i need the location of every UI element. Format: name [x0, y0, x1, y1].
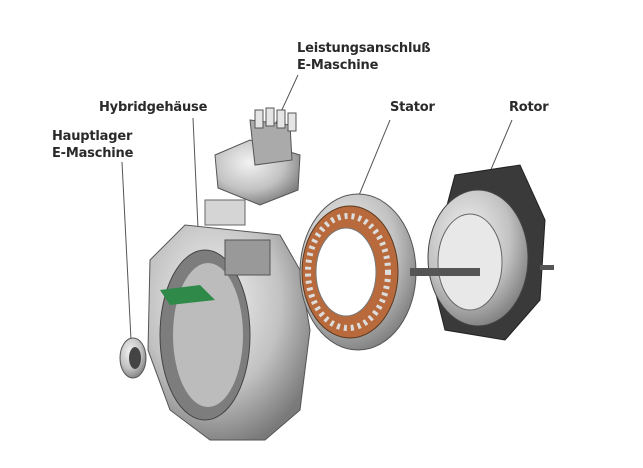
- stator-part: [299, 193, 417, 351]
- label-main-bearing-line1: Hauptlager: [52, 129, 133, 144]
- hybrid-housing-part: [147, 199, 311, 441]
- label-main-bearing-line2: E-Maschine: [52, 146, 134, 161]
- label-rotor: Rotor: [509, 100, 549, 115]
- label-hybrid-housing: Hybridgehäuse: [99, 100, 208, 115]
- label-power-connection-line1: Leistungsanschluß: [297, 41, 431, 56]
- power-connection-part: [214, 107, 301, 206]
- label-main-bearing: Hauptlager E-Maschine: [52, 128, 133, 162]
- label-stator: Stator: [390, 100, 435, 115]
- rotor-part: [410, 164, 554, 341]
- label-power-connection-line2: E-Maschine: [297, 58, 379, 73]
- main-bearing-part: [119, 337, 147, 379]
- label-power-connection: Leistungsanschluß E-Maschine: [297, 40, 431, 74]
